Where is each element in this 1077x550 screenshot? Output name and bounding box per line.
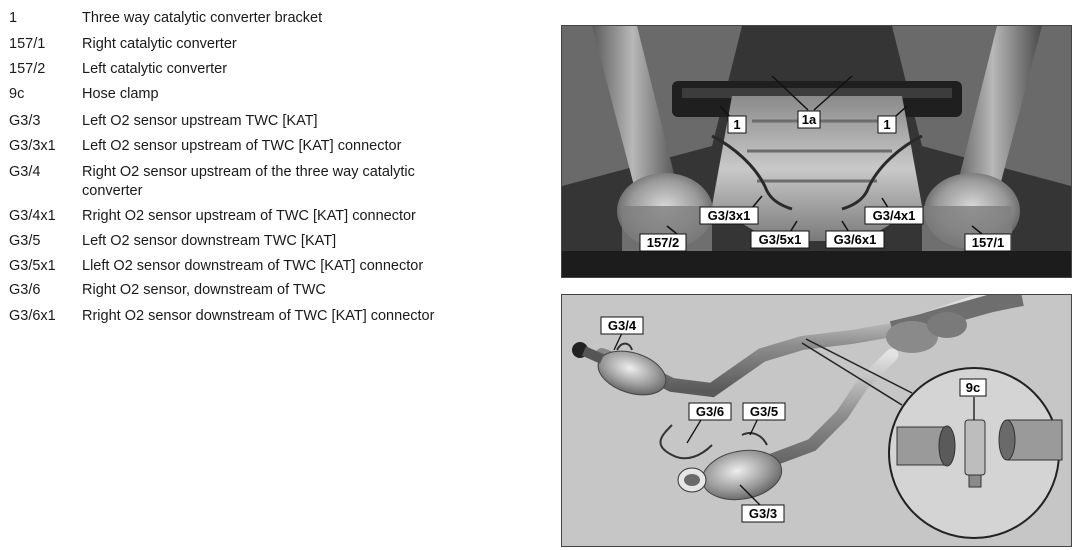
legend-description: Left O2 sensor upstream of TWC [KAT] con… [82, 138, 402, 154]
legend-code: G3/3 [9, 113, 41, 129]
callout-box [877, 115, 897, 134]
zoom-leader-line [805, 338, 913, 394]
hose-clamp [964, 419, 986, 476]
exhaust-pipe-left [592, 26, 682, 216]
exhaust-pipe-right [952, 26, 1042, 216]
underbody-photo: 1 1a 1 G3/3x1 G3/4x1 G3/5x1 G3/6x1 157/2… [561, 25, 1072, 278]
callout-g34: G3/4 [608, 318, 637, 333]
exhaust-assembly-illustration: G3/4 G3/6 G3/5 G3/3 9c [561, 294, 1072, 547]
legend-description: Left O2 sensor downstream TWC [KAT] [82, 233, 337, 249]
legend-description: Lleft O2 sensor downstream of TWC [KAT] … [82, 258, 424, 274]
detail-pipe-right-end [998, 419, 1016, 461]
legend-description: Three way catalytic converter bracket [82, 10, 323, 26]
callout-box [742, 402, 786, 421]
resonator-body [886, 321, 938, 353]
legend-description: Right catalytic converter [82, 36, 237, 52]
legend-code: G3/5 [9, 233, 41, 249]
callout-box [825, 230, 885, 249]
legend-code: G3/6 [9, 282, 41, 298]
inlet-pipe [581, 346, 605, 364]
sensor-wire-right [841, 134, 923, 211]
callout-cat-left: 157/2 [647, 235, 680, 250]
legend-description: Rright O2 sensor downstream of TWC [KAT]… [82, 308, 435, 324]
exhaust-assembly-drawing: G3/4 G3/6 G3/5 G3/3 9c [562, 295, 1071, 546]
cross-member-edge [682, 88, 952, 98]
legend-code: G3/4 [9, 164, 41, 180]
legend-description: Right O2 sensor, downstream of TWC [82, 282, 326, 298]
legend-description: Right O2 sensor upstream of the three wa… [82, 164, 415, 199]
legend-code: G3/4x1 [9, 208, 56, 224]
photo-bottom-shadow [562, 251, 1071, 277]
callout-box [864, 206, 924, 225]
callout-g33: G3/3 [749, 506, 777, 521]
underbody-illustration: 1 1a 1 G3/3x1 G3/4x1 G3/5x1 G3/6x1 157/2… [562, 26, 1071, 277]
callout-bracket-center: 1a [802, 112, 817, 127]
callout-g36: G3/6 [696, 404, 724, 419]
callout-box [750, 230, 810, 249]
resonator-body [927, 312, 967, 338]
callout-box [959, 378, 987, 397]
callout-box [600, 316, 644, 335]
callout-bracket-left: 1 [733, 117, 740, 132]
callout-box [741, 504, 785, 523]
transmission-housing [712, 96, 922, 241]
callout-g34x1: G3/4x1 [873, 208, 916, 223]
sensor-wire-g35 [741, 432, 768, 446]
legend-description: Rright O2 sensor upstream of TWC [KAT] c… [82, 208, 416, 224]
legend-description: Left catalytic converter [82, 61, 228, 77]
callout-g35: G3/5 [750, 404, 778, 419]
callout-box [639, 233, 687, 252]
legend-code: 9c [9, 86, 25, 102]
sensor-wire-g34 [616, 342, 633, 351]
callout-box [727, 115, 747, 134]
legend-code: G3/5x1 [9, 258, 56, 274]
converter-flange-inner [684, 474, 700, 486]
legend-description: Hose clamp [82, 86, 159, 102]
callout-box [688, 402, 732, 421]
callout-g35x1: G3/5x1 [759, 232, 802, 247]
legend-description: Left O2 sensor upstream TWC [KAT] [82, 113, 318, 129]
hose-clamp-bolt [968, 474, 982, 488]
legend-code: G3/6x1 [9, 308, 56, 324]
callout-g33x1: G3/3x1 [708, 208, 751, 223]
legend-code: 157/1 [9, 36, 46, 52]
sensor-wire-g36 [659, 424, 713, 460]
detail-pipe-left-end [938, 425, 956, 467]
leader-lines [666, 75, 988, 239]
callout-g36x1: G3/6x1 [834, 232, 877, 247]
callout-box [797, 110, 821, 129]
legend-code: G3/3x1 [9, 138, 56, 154]
callout-box [699, 206, 759, 225]
callout-9c: 9c [966, 380, 980, 395]
zoom-leader-line [801, 342, 903, 406]
detail-pipe-right [1006, 419, 1063, 461]
legend-code: 1 [9, 10, 18, 26]
callout-bracket-right: 1 [883, 117, 890, 132]
callout-box [964, 233, 1012, 252]
legend-code: 157/2 [9, 61, 46, 77]
callout-cat-right: 157/1 [972, 235, 1005, 250]
sensor-wire-left [711, 134, 793, 211]
